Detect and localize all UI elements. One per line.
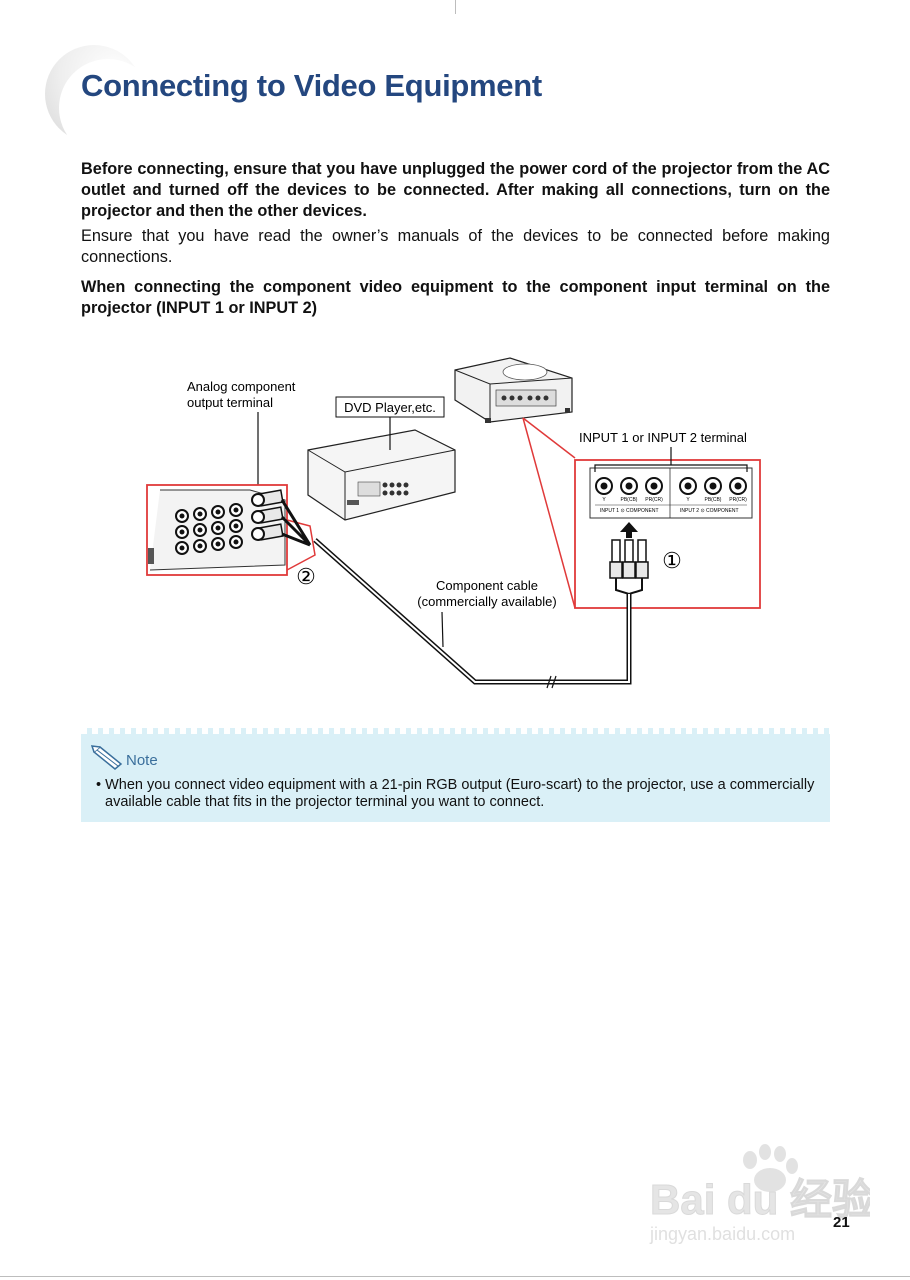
baidu-watermark: Bai du 经验 jingyan.baidu.com: [649, 1144, 870, 1244]
manuals-paragraph: Ensure that you have read the owner’s ma…: [81, 227, 830, 266]
input-terminal-panel: Y PB(CB) PR(CR) Y PB(CB) PR(CR) INPUT 1 …: [574, 447, 761, 609]
note-box: Note • When you connect video equipment …: [81, 728, 830, 822]
title-area: Connecting to Video Equipment: [45, 40, 645, 157]
jack-row: [595, 477, 747, 495]
page-title: Connecting to Video Equipment: [81, 68, 542, 103]
analog-label-line2: output terminal: [187, 395, 273, 410]
step-2-marker: ②: [296, 564, 316, 589]
cable-label-line1: Component cable: [436, 578, 538, 593]
pencil-note-icon: [91, 745, 123, 770]
watermark-brand: Bai du 经验: [650, 1176, 870, 1223]
dvd-player-illustration: [307, 429, 456, 521]
cable-label-line2: (commercially available): [417, 594, 556, 609]
watermark-url: jingyan.baidu.com: [649, 1224, 795, 1244]
input2-component-label: INPUT 2 ⊙ COMPONENT: [680, 508, 739, 514]
step-1-marker: ①: [662, 548, 682, 573]
title-decoration: [45, 45, 157, 157]
component-heading: When connecting the component video equi…: [81, 278, 830, 317]
crop-mark: [455, 0, 456, 14]
jack-label: Y: [602, 497, 606, 503]
paw-logo-icon: [743, 1144, 798, 1192]
connection-diagram: Y PB(CB) PR(CR) Y PB(CB) PR(CR) INPUT 1 …: [146, 357, 761, 689]
jack-label: Y: [686, 497, 690, 503]
dvd-rear-panel: [146, 484, 288, 576]
crop-mark: [0, 1276, 910, 1277]
note-text: • When you connect video equipment with …: [96, 777, 815, 810]
dvd-player-label: DVD Player,etc.: [344, 400, 436, 415]
input-terminal-label: INPUT 1 or INPUT 2 terminal: [579, 430, 747, 445]
page-number: 21: [833, 1214, 850, 1231]
analog-label-line1: Analog component: [187, 379, 296, 394]
jack-label: PB(CB): [705, 497, 722, 503]
arrow-up-icon: [620, 522, 638, 538]
projector-illustration: [454, 357, 573, 423]
note-title: Note: [126, 752, 158, 769]
cable-break-icon: [546, 675, 557, 689]
input1-component-label: INPUT 1 ⊙ COMPONENT: [600, 508, 659, 514]
note-dash-border: [81, 728, 830, 734]
jack-label: PR(CR): [645, 497, 663, 503]
jack-label: PB(CB): [621, 497, 638, 503]
jack-label: PR(CR): [729, 497, 747, 503]
warning-paragraph: Before connecting, ensure that you have …: [81, 160, 830, 220]
